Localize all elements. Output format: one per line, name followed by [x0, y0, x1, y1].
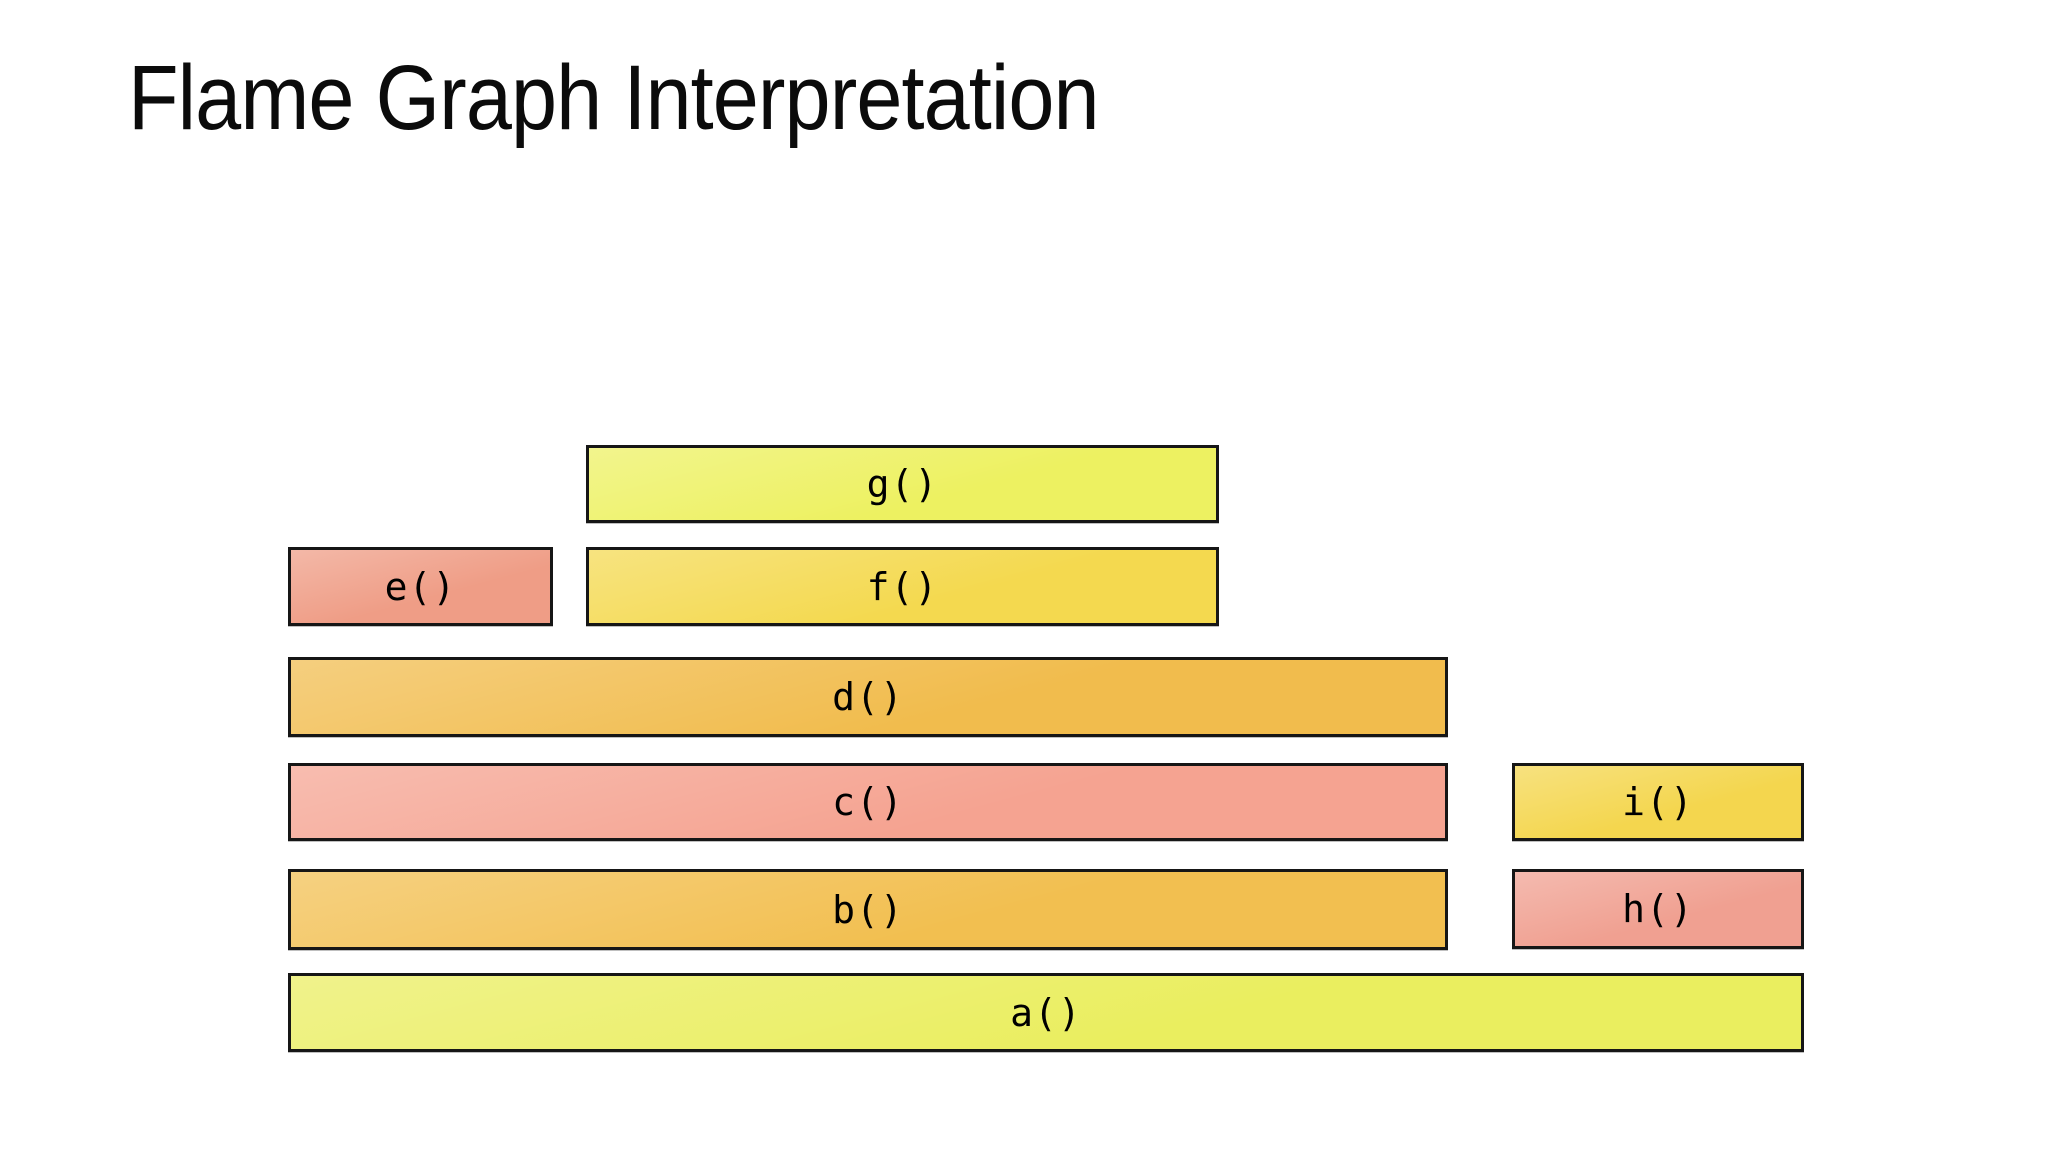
frame-label: i(): [1622, 780, 1694, 824]
frame-label: c(): [832, 780, 904, 824]
frame-e: e(): [288, 547, 553, 626]
frame-g: g(): [586, 445, 1219, 523]
frame-label: e(): [384, 564, 457, 609]
frame-h: h(): [1512, 869, 1804, 949]
frame-label: d(): [832, 675, 904, 719]
frame-label: a(): [1010, 990, 1082, 1035]
frame-f: f(): [586, 547, 1219, 626]
frame-d: d(): [288, 657, 1448, 737]
frame-label: b(): [832, 887, 904, 932]
slide-title: Flame Graph Interpretation: [128, 47, 1100, 149]
frame-i: i(): [1512, 763, 1804, 841]
frame-b: b(): [288, 869, 1448, 950]
frame-label: h(): [1622, 887, 1694, 931]
frame-label: g(): [866, 462, 939, 506]
frame-label: f(): [866, 564, 939, 609]
frame-c: c(): [288, 763, 1448, 841]
frame-a: a(): [288, 973, 1804, 1052]
